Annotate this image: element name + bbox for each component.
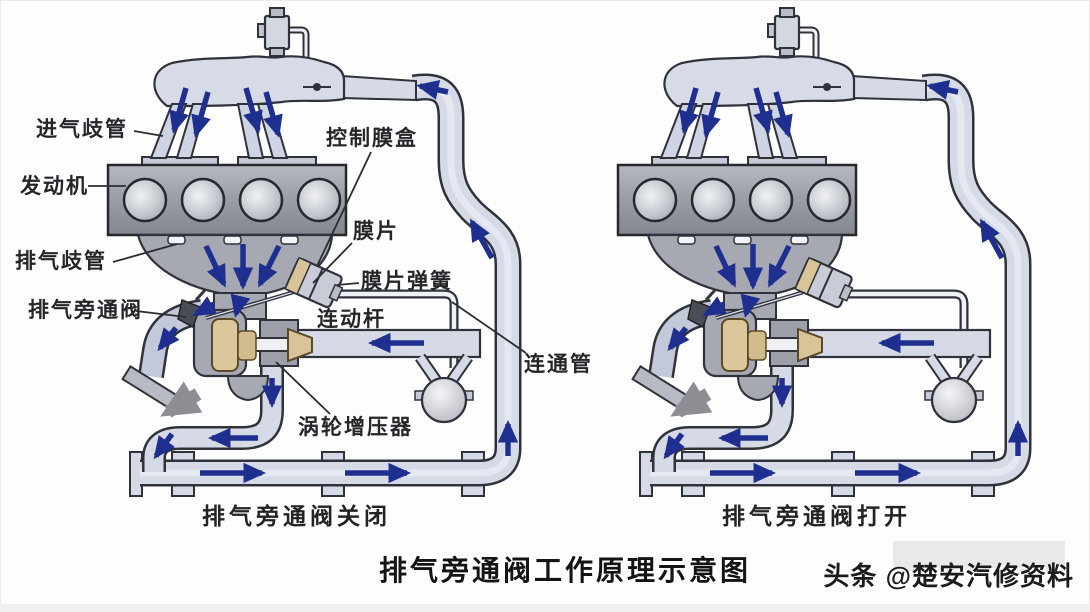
label-intake-manifold: 进气歧管 xyxy=(36,118,128,141)
figure-title: 排气旁通阀工作原理示意图 xyxy=(378,555,751,586)
caption-valve-open: 排气旁通阀打开 xyxy=(722,503,911,529)
bottom-edge-band xyxy=(0,604,1090,612)
label-engine: 发动机 xyxy=(20,175,89,198)
label-connecting-pipe: 连通管 xyxy=(524,353,593,376)
watermark-highlight-box xyxy=(893,541,1065,571)
label-exhaust-manifold: 排气歧管 xyxy=(15,250,107,273)
label-diaphragm: 膜片 xyxy=(353,220,399,243)
label-linkage-rod: 连动杆 xyxy=(317,308,386,331)
label-exhaust-bypass-valve: 排气旁通阀 xyxy=(28,299,143,322)
label-turbocharger: 涡轮增压器 xyxy=(298,416,413,439)
label-control-diaphragm-box: 控制膜盒 xyxy=(326,127,418,150)
caption-valve-closed: 排气旁通阀关闭 xyxy=(202,503,391,529)
label-diaphragm-spring: 膜片弹簧 xyxy=(361,270,453,293)
watermark: 头条 @楚安汽修资料 xyxy=(823,561,1074,591)
diagram-valve-open xyxy=(618,8,1018,496)
leader-lines xyxy=(88,130,527,415)
